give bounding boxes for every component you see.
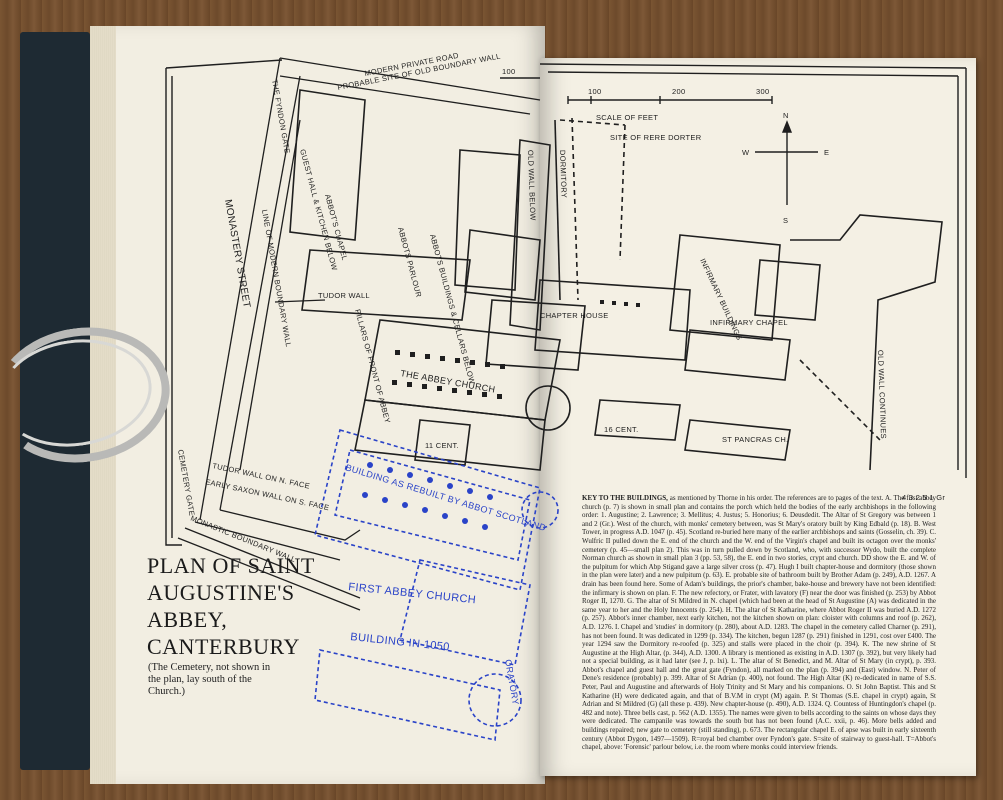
compass-n: N xyxy=(783,111,789,120)
scale-tick-200: 200 xyxy=(672,87,685,96)
label-wall-below: OLD WALL BELOW xyxy=(526,150,537,222)
plan-buildings xyxy=(289,89,943,471)
blue-overlay xyxy=(314,428,559,741)
church-columns xyxy=(392,300,640,399)
key-heading: KEY TO THE BUILDINGS, xyxy=(582,494,668,502)
title-line-2: AUGUSTINE'S xyxy=(147,580,295,605)
compass-s: S xyxy=(783,216,788,225)
plan-border xyxy=(165,59,967,546)
label-st-pancras: ST PANCRAS CH. xyxy=(722,435,788,444)
label-infirmary-buildings: INFIRMARY BUILDINGS xyxy=(698,257,744,342)
title-line-4: CANTERBURY xyxy=(147,634,300,659)
right-page xyxy=(540,58,976,776)
label-11-cent: 11 CENT. xyxy=(425,441,459,450)
blue-label-rebuilt: BUILDING AS REBUILT BY ABBOT SCOTLAND xyxy=(344,462,547,533)
label-rere-dorter: SITE OF RERE DORTER xyxy=(610,133,702,142)
key-to-buildings: KEY TO THE BUILDINGS, as mentioned by Th… xyxy=(582,494,936,752)
label-cemetery-gate: CEMETERY GATE xyxy=(176,449,197,517)
label-abbots-buildings: ABBOTS BUILDINGS & CELLARS BELOW xyxy=(428,233,477,386)
blue-label-oratory: ORATORY xyxy=(503,659,521,706)
label-fyndon-gate: THE FYNDON GATE xyxy=(270,79,292,155)
scale-tick-100: 100 xyxy=(588,87,601,96)
key-body: as mentioned by Thorne in his order. The… xyxy=(582,494,937,752)
street-lines xyxy=(177,57,541,611)
compass-w: W xyxy=(742,148,750,157)
label-pillars: PILLARS OF FRONT OF ABBEY xyxy=(353,308,392,424)
label-abbots-parlour: ABBOTS PARLOUR xyxy=(396,226,424,299)
title-line-1: PLAN OF SAINT xyxy=(147,553,315,578)
label-old-wall: OLD WALL CONTINUES xyxy=(876,350,888,439)
blue-piers xyxy=(362,462,493,530)
label-abbey-church: THE ABBEY CHURCH xyxy=(400,368,496,395)
label-infirmary-chapel: INFIRMARY CHAPEL xyxy=(710,318,788,327)
label-chapter-house: CHAPTER HOUSE xyxy=(540,311,609,320)
scale-tick-left: 100 xyxy=(502,67,515,76)
blue-label-1050: BUILDING IN 1050 xyxy=(350,631,451,653)
label-16-cent: 16 CENT. xyxy=(604,425,639,434)
blue-label-first-church: FIRST ABBEY CHURCH xyxy=(348,581,477,606)
label-dormitory: DORMITORY xyxy=(558,150,569,199)
book-cover xyxy=(20,32,90,770)
small-plan-numerals: 4 3 2 5 1 Gr xyxy=(902,493,945,502)
plan-caption: (The Cemetery, not shown in the plan, la… xyxy=(148,662,271,697)
scale-label: SCALE OF FEET xyxy=(596,113,658,122)
compass-rose xyxy=(755,120,818,205)
title-line-3: ABBEY, xyxy=(147,607,228,632)
plan-title: PLAN OF SAINT AUGUSTINE'S ABBEY, CANTERB… xyxy=(147,552,315,660)
scale-bar xyxy=(500,77,773,104)
page-edges xyxy=(90,26,116,784)
compass-e: E xyxy=(824,148,829,157)
label-tudor-wall: TUDOR WALL xyxy=(318,291,370,300)
label-monastery-street: MONASTERY STREET xyxy=(222,199,252,309)
scale-tick-300: 300 xyxy=(756,87,769,96)
